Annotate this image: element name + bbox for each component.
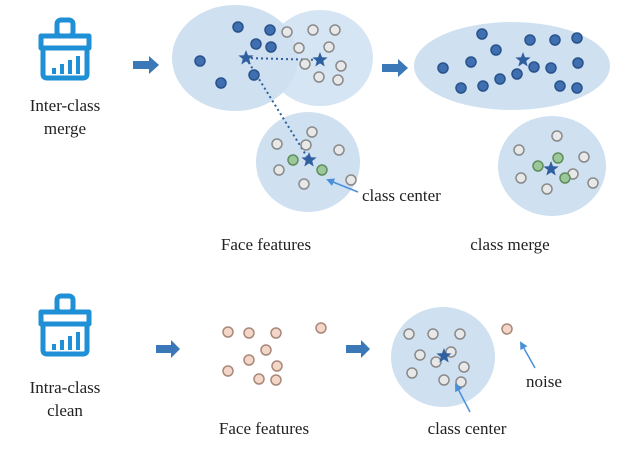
feature-point bbox=[300, 139, 312, 151]
class-merge-label: class merge bbox=[470, 235, 549, 254]
feature-point bbox=[571, 32, 583, 44]
pointer-arrow bbox=[326, 178, 359, 193]
feature-point bbox=[222, 326, 234, 338]
feature-point bbox=[260, 344, 272, 356]
class-center-label: class center bbox=[428, 419, 507, 438]
feature-point bbox=[552, 152, 564, 164]
feature-point bbox=[532, 160, 544, 172]
feature-point bbox=[273, 164, 285, 176]
feature-point bbox=[264, 24, 276, 36]
intra-class-label: Intra-class bbox=[30, 378, 101, 397]
class-center-star-icon bbox=[301, 152, 317, 167]
class-center-star-icon bbox=[312, 52, 328, 67]
feature-point bbox=[572, 57, 584, 69]
pointer-arrow bbox=[455, 383, 471, 413]
feature-point bbox=[293, 42, 305, 54]
clean-label: clean bbox=[47, 401, 83, 420]
feature-point bbox=[333, 144, 345, 156]
class-center-star-icon bbox=[543, 161, 559, 176]
brush-icon bbox=[41, 20, 89, 78]
feature-point bbox=[222, 365, 234, 377]
feature-point bbox=[248, 69, 260, 81]
feature-point bbox=[265, 41, 277, 53]
feature-point bbox=[477, 80, 489, 92]
pointer-arrow bbox=[520, 341, 536, 369]
class-center-star-icon bbox=[238, 50, 254, 65]
feature-point bbox=[323, 41, 335, 53]
merge-label: merge bbox=[44, 119, 86, 138]
feature-point bbox=[524, 34, 536, 46]
feature-point bbox=[501, 323, 513, 335]
feature-point bbox=[271, 138, 283, 150]
feature-point bbox=[545, 62, 557, 74]
feature-point bbox=[306, 126, 318, 138]
feature-point bbox=[578, 151, 590, 163]
feature-point bbox=[554, 80, 566, 92]
feature-point bbox=[458, 361, 470, 373]
inter-class-label: Inter-class bbox=[30, 96, 100, 115]
feature-point bbox=[298, 178, 310, 190]
feature-point bbox=[250, 38, 262, 50]
feature-point bbox=[232, 21, 244, 33]
class-center-star-icon bbox=[436, 348, 452, 363]
feature-point bbox=[430, 356, 442, 368]
feature-point bbox=[270, 327, 282, 339]
brush-icon bbox=[41, 296, 89, 354]
face-features-label: Face features bbox=[219, 419, 309, 438]
noise-label: noise bbox=[526, 372, 562, 391]
feature-point bbox=[270, 374, 282, 386]
feature-point bbox=[194, 55, 206, 67]
feature-point bbox=[329, 24, 341, 36]
feature-point bbox=[313, 71, 325, 83]
class-center-star-icon bbox=[515, 52, 531, 67]
feature-point bbox=[571, 82, 583, 94]
feature-point bbox=[271, 360, 283, 372]
feature-point bbox=[253, 373, 265, 385]
face-features-label: Face features bbox=[221, 235, 311, 254]
feature-point bbox=[437, 62, 449, 74]
feature-point bbox=[513, 144, 525, 156]
feature-point bbox=[345, 174, 357, 186]
feature-point bbox=[335, 60, 347, 72]
feature-point bbox=[243, 327, 255, 339]
feature-point bbox=[307, 24, 319, 36]
feature-point bbox=[528, 61, 540, 73]
feature-point bbox=[559, 172, 571, 184]
feature-point bbox=[332, 74, 344, 86]
feature-point bbox=[243, 354, 255, 366]
arrow-icon bbox=[156, 340, 180, 358]
feature-point bbox=[494, 73, 506, 85]
feature-point bbox=[587, 177, 599, 189]
feature-point bbox=[455, 376, 467, 388]
feature-point bbox=[299, 58, 311, 70]
feature-point bbox=[315, 322, 327, 334]
feature-point bbox=[515, 172, 527, 184]
feature-point bbox=[438, 374, 450, 386]
stars-layer bbox=[238, 50, 559, 363]
feature-point bbox=[551, 130, 563, 142]
feature-point bbox=[406, 367, 418, 379]
feature-point bbox=[549, 34, 561, 46]
feature-point bbox=[511, 68, 523, 80]
feature-point bbox=[287, 154, 299, 166]
arrow-icon bbox=[133, 56, 159, 74]
feature-point bbox=[541, 183, 553, 195]
feature-point bbox=[281, 26, 293, 38]
feature-point bbox=[490, 44, 502, 56]
points-layer bbox=[194, 21, 599, 388]
feature-point bbox=[403, 328, 415, 340]
feature-point bbox=[455, 82, 467, 94]
feature-point bbox=[316, 164, 328, 176]
class-center-label: class center bbox=[362, 186, 441, 205]
feature-point bbox=[454, 328, 466, 340]
feature-point bbox=[427, 328, 439, 340]
feature-point bbox=[465, 56, 477, 68]
arrow-icon bbox=[382, 59, 408, 77]
feature-point bbox=[215, 77, 227, 89]
arrow-icon bbox=[346, 340, 370, 358]
feature-point bbox=[414, 349, 426, 361]
feature-point bbox=[476, 28, 488, 40]
